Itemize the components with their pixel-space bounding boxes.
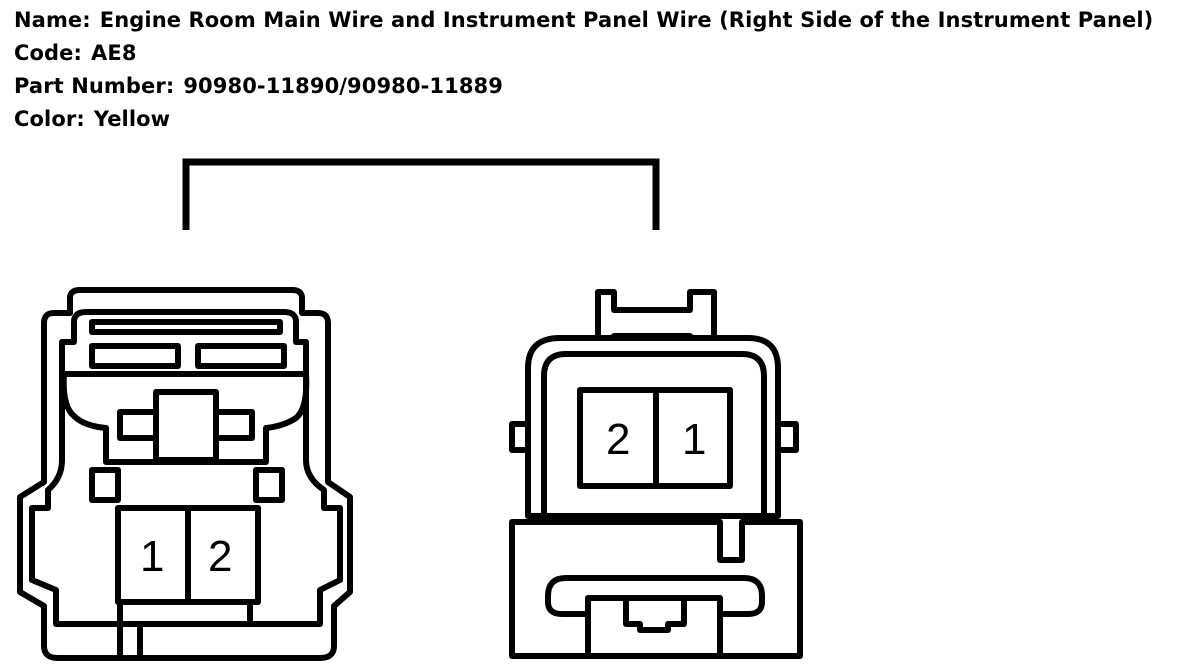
color-value: Yellow — [93, 107, 171, 131]
right-lower-latch-tongue — [623, 595, 687, 633]
left-connector — [17, 287, 353, 661]
left-latch-hood — [60, 371, 310, 465]
left-latch-band — [89, 319, 283, 335]
name-value: Engine Room Main Wire and Instrument Pan… — [99, 8, 1154, 32]
left-pin-1-label: 1 — [140, 532, 164, 581]
right-top-tabs — [595, 289, 717, 339]
name-label: Name: — [14, 8, 91, 32]
connector-info: Name: Engine Room Main Wire and Instrumen… — [14, 4, 1153, 136]
code-row: Code: AE8 — [14, 37, 1153, 70]
left-pin-2-label: 2 — [208, 532, 232, 581]
left-lower-shoulders — [89, 467, 285, 503]
left-bottom-step — [117, 599, 253, 657]
color-row: Color: Yellow — [14, 103, 1153, 136]
color-label: Color: — [14, 107, 85, 131]
right-pin-1-label: 1 — [682, 415, 706, 464]
left-pin-frame — [115, 505, 261, 605]
left-connector-inner-outline — [29, 309, 343, 627]
part-number-value: 90980-11890/90980-11889 — [183, 74, 503, 98]
right-inner-outline — [541, 351, 767, 519]
right-pin-2-label: 2 — [606, 415, 630, 464]
right-lower-latch — [545, 575, 765, 617]
left-connector-body — [17, 287, 353, 661]
code-value: AE8 — [91, 41, 137, 65]
part-number-row: Part Number: 90980-11890/90980-11889 — [14, 70, 1153, 103]
right-lower-housing — [509, 519, 803, 659]
right-side-tab-right — [775, 421, 799, 453]
code-label: Code: — [14, 41, 83, 65]
right-lower-slot-lines — [585, 611, 723, 659]
left-lock-block — [117, 389, 255, 463]
right-pin-frame — [577, 387, 733, 489]
right-connector — [509, 289, 803, 659]
right-upper-housing — [525, 335, 781, 519]
name-row: Name: Engine Room Main Wire and Instrumen… — [14, 4, 1153, 37]
left-latch-slots — [89, 343, 287, 369]
mating-bracket — [182, 158, 660, 230]
right-side-tab-left — [509, 421, 531, 453]
part-number-label: Part Number: — [14, 74, 175, 98]
